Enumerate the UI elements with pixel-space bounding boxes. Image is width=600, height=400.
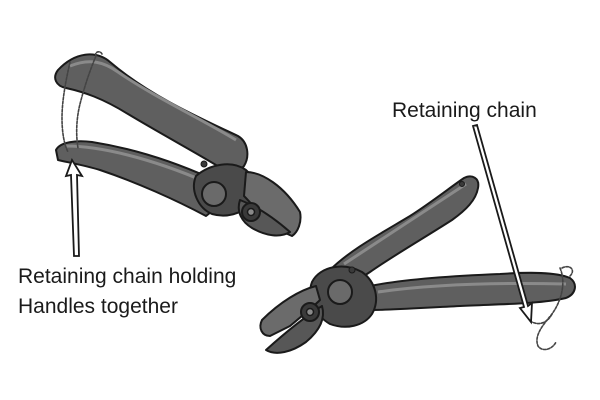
left-callout-label: Retaining chain holding Handles together (18, 262, 236, 322)
right-callout-label: Retaining chain (392, 99, 537, 122)
pointer-arrow-left (64, 157, 84, 257)
open-pliers-illustration (259, 175, 576, 354)
left-callout-line-1: Retaining chain holding (18, 265, 237, 288)
retaining-chain-closed (61, 51, 103, 153)
left-callout-line-2: Handles together (18, 295, 178, 318)
closed-pliers-illustration (54, 53, 302, 237)
pointer-arrow-right (471, 123, 533, 325)
retaining-chain-open (531, 265, 574, 351)
